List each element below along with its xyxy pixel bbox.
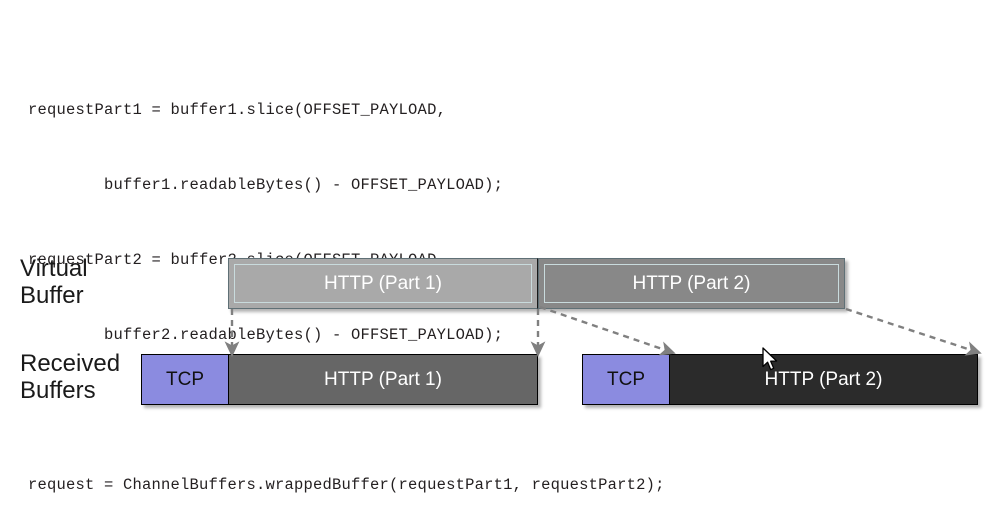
- virtual-buffer-segment-label: HTTP (Part 1): [324, 272, 442, 294]
- received-buffer-2-http-segment: HTTP (Part 2): [670, 355, 977, 404]
- virtual-buffer-segment-part1: HTTP (Part 1): [228, 258, 538, 309]
- code-line: buffer1.readableBytes() - OFFSET_PAYLOAD…: [28, 176, 504, 194]
- received-buffer-1: TCP HTTP (Part 1): [141, 354, 538, 405]
- code-line: requestPart1 = buffer1.slice(OFFSET_PAYL…: [28, 101, 447, 119]
- received-buffers-label: Received Buffers: [20, 350, 121, 404]
- received-buffer-1-tcp-segment: TCP: [142, 355, 229, 404]
- virtual-buffer-label: Virtual Buffer: [20, 255, 88, 309]
- received-buffer-2-tcp-segment: TCP: [583, 355, 670, 404]
- virtual-buffer-bar: HTTP (Part 1) HTTP (Part 2): [228, 258, 845, 309]
- received-buffer-2: TCP HTTP (Part 2): [582, 354, 978, 405]
- code-line: request = ChannelBuffers.wrappedBuffer(r…: [28, 476, 665, 494]
- code-line: buffer2.readableBytes() - OFFSET_PAYLOAD…: [28, 326, 504, 344]
- virtual-buffer-segment-part2: HTTP (Part 2): [538, 258, 845, 309]
- virtual-buffer-segment-label: HTTP (Part 2): [632, 272, 751, 294]
- arrow-vb-end-to-part2-end: [845, 307, 982, 356]
- received-buffer-1-http-segment: HTTP (Part 1): [229, 355, 537, 404]
